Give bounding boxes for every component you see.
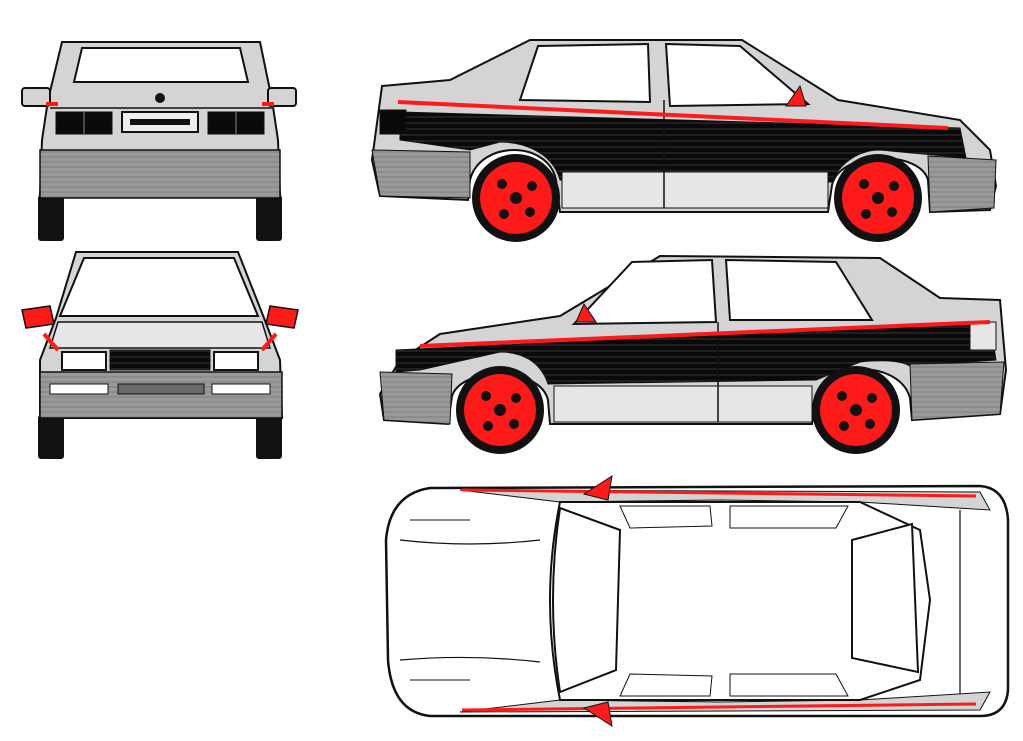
right-belt-trim-stripe (397, 100, 949, 130)
right-side-view (370, 39, 998, 242)
right-side-mirror (785, 84, 807, 107)
right-rear-window (518, 42, 652, 104)
rear-emblem (155, 93, 165, 103)
rear-view (21, 41, 297, 241)
front-left-marked-trim (42, 332, 60, 352)
right-dark-panels (399, 111, 967, 183)
rear-right-mirror (267, 87, 297, 107)
left-belt-trim-stripe (419, 320, 991, 348)
front-right-marked-trim (260, 332, 278, 352)
front-left-tire (38, 415, 64, 459)
top-upper-trim-stripe (461, 488, 977, 498)
top-cabin-outline (549, 501, 932, 701)
left-rear-window (724, 258, 874, 321)
right-front-bumper (927, 155, 997, 213)
left-rear-bumper (909, 361, 1005, 421)
right-rear-bumper (371, 149, 471, 199)
front-windshield (58, 257, 260, 317)
left-side-mirror (575, 302, 597, 323)
top-lower-mirror (582, 701, 613, 728)
front-right-tire (256, 415, 282, 459)
front-view (21, 251, 299, 459)
top-view (384, 474, 1010, 728)
top-windshield (552, 506, 622, 694)
left-front-bumper (379, 371, 453, 425)
rear-left-tire (38, 195, 64, 241)
front-bumper (39, 371, 283, 419)
rear-left-mirror (21, 87, 51, 107)
rear-right-tire (256, 195, 282, 241)
rear-bumper (39, 149, 281, 199)
rear-window (72, 47, 250, 83)
right-front-window (664, 42, 811, 108)
top-upper-mirror (582, 474, 613, 501)
front-headlight-right (213, 351, 259, 371)
left-dark-panels (395, 321, 997, 385)
left-front-window (571, 258, 718, 326)
top-lower-trim-stripe (461, 702, 977, 712)
front-right-mirror (265, 305, 299, 329)
left-side-view (378, 254, 1008, 454)
top-rear-window (851, 522, 920, 674)
front-headlight-left (61, 351, 107, 371)
front-left-mirror (21, 305, 55, 329)
front-grille (109, 349, 211, 371)
